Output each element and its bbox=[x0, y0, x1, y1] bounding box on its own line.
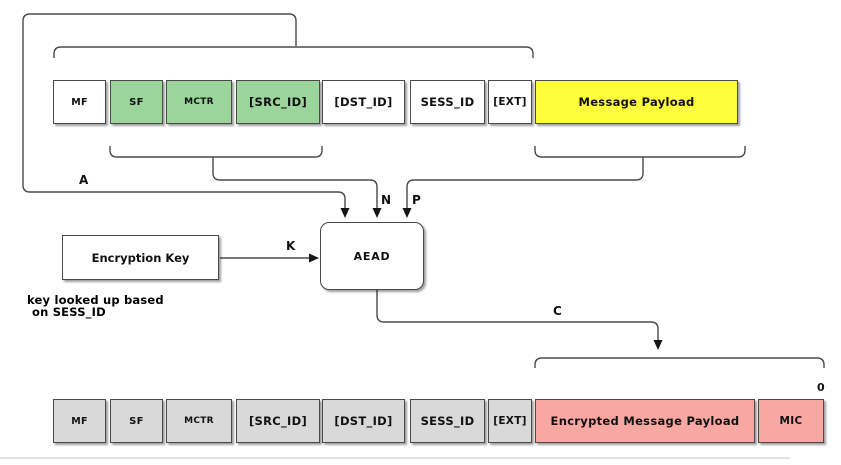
top-field-dst-id: [DST_ID] bbox=[322, 80, 405, 124]
bottom-field-src-id: [SRC_ID] bbox=[236, 399, 320, 443]
route-n-line bbox=[212, 157, 378, 208]
nonce-underbrace bbox=[109, 146, 323, 158]
arrowhead-c-icon bbox=[653, 340, 663, 350]
bottom-field-ext: [EXT] bbox=[488, 399, 532, 443]
label-a: A bbox=[79, 173, 89, 187]
route-c-line bbox=[376, 290, 659, 340]
top-field-mf: MF bbox=[53, 80, 106, 124]
aead-box: AEAD bbox=[320, 222, 424, 290]
label-p: P bbox=[412, 193, 422, 207]
route-p-line bbox=[406, 157, 644, 208]
encrypted-frame-row: MF SF MCTR [SRC_ID] [DST_ID] SESS_ID [EX… bbox=[0, 399, 841, 445]
bottom-field-dst-id: [DST_ID] bbox=[322, 399, 405, 443]
payload-underbrace bbox=[534, 146, 746, 158]
arrowhead-k-icon bbox=[309, 253, 319, 263]
plaintext-frame-row: MF SF MCTR [SRC_ID] [DST_ID] SESS_ID [EX… bbox=[0, 80, 841, 126]
key-lookup-note-line1: key looked up based bbox=[27, 293, 164, 307]
key-lookup-note: key looked up based on SESS_ID bbox=[27, 294, 164, 318]
bottom-field-mctr: MCTR bbox=[166, 399, 232, 443]
bottom-field-mic: MIC bbox=[758, 399, 824, 443]
encryption-key-box: Encryption Key bbox=[62, 235, 219, 280]
top-field-sf: SF bbox=[110, 80, 163, 124]
top-field-message-payload: Message Payload bbox=[535, 80, 738, 124]
label-n: N bbox=[381, 193, 392, 207]
top-field-ext: [EXT] bbox=[488, 80, 532, 124]
label-c: C bbox=[553, 304, 563, 318]
top-field-src-id: [SRC_ID] bbox=[236, 80, 320, 124]
top-field-mctr: MCTR bbox=[166, 80, 232, 124]
label-k: K bbox=[286, 239, 296, 253]
bottom-field-mf: MF bbox=[53, 399, 106, 443]
arrowhead-a-icon bbox=[340, 208, 350, 218]
header-bracket bbox=[53, 46, 534, 58]
arrowhead-n-icon bbox=[372, 208, 382, 218]
top-field-sess-id: SESS_ID bbox=[410, 80, 485, 124]
bottom-field-sess-id: SESS_ID bbox=[410, 399, 485, 443]
arrowhead-p-icon bbox=[402, 208, 412, 218]
bottom-field-sf: SF bbox=[110, 399, 163, 443]
bottom-divider-line bbox=[0, 457, 790, 459]
label-zero: 0 bbox=[817, 381, 825, 394]
ciphertext-overbrace bbox=[534, 357, 825, 368]
bottom-field-encrypted-message-payload: Encrypted Message Payload bbox=[535, 399, 755, 443]
key-lookup-note-line2: on SESS_ID bbox=[32, 305, 106, 319]
